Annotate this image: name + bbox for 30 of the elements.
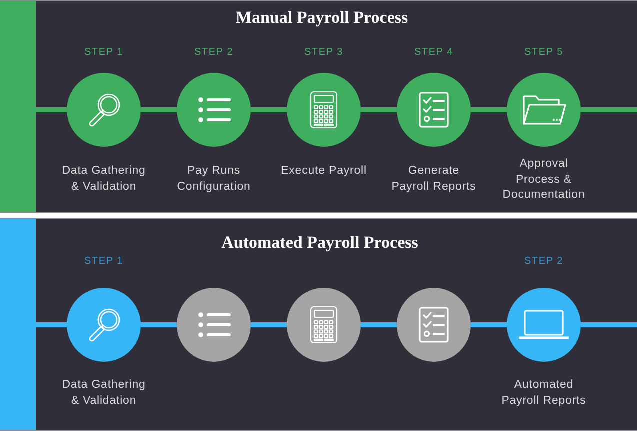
connector-line xyxy=(141,108,177,112)
process-panel xyxy=(0,0,637,213)
connector-line xyxy=(251,322,287,328)
process-panel xyxy=(0,218,637,431)
panel-title: Automated Payroll Process xyxy=(222,233,418,252)
step-caption: Data Gathering & Validation xyxy=(61,164,147,194)
step-label: STEP 4 xyxy=(414,47,454,59)
step-label: STEP 1 xyxy=(84,256,124,268)
connector-line xyxy=(251,108,287,112)
connector-line xyxy=(471,108,507,112)
connector-line xyxy=(581,108,637,112)
connector-line xyxy=(361,322,397,328)
step-caption: Generate Payroll Reports xyxy=(390,164,478,194)
connector-line xyxy=(141,322,177,328)
connector-line xyxy=(36,108,67,112)
step-label: STEP 3 xyxy=(304,47,344,59)
step-label: STEP 5 xyxy=(524,47,564,59)
step-label: STEP 2 xyxy=(194,47,234,59)
step-caption: Pay Runs Configuration xyxy=(176,164,252,194)
connector-line xyxy=(471,322,507,328)
step-caption: Data Gathering & Validation xyxy=(61,378,147,408)
connector-line xyxy=(581,322,637,328)
step-caption: Execute Payroll xyxy=(281,164,367,179)
step-label: STEP 1 xyxy=(84,47,124,59)
connector-line xyxy=(36,322,67,328)
step-caption: Automated Payroll Reports xyxy=(500,378,588,408)
connector-line xyxy=(361,108,397,112)
step-label: STEP 2 xyxy=(524,256,564,268)
step-caption: Approval Process & Documentation xyxy=(502,157,586,203)
panel-title: Manual Payroll Process xyxy=(236,8,408,27)
